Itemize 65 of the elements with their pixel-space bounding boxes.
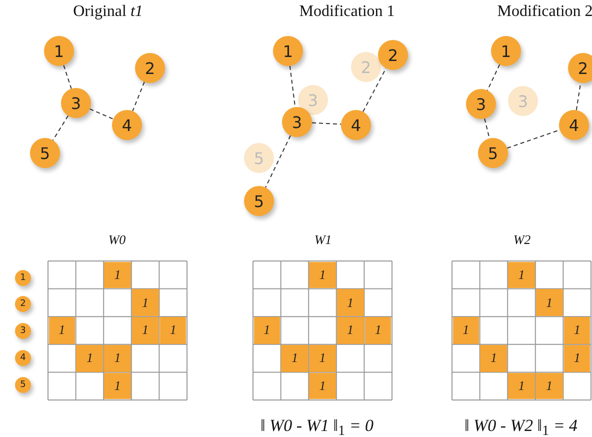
matrix-entry: 1 (336, 317, 364, 344)
matrix-entry: 1 (536, 372, 563, 400)
node-circle: 2 (378, 40, 408, 70)
matrix-entry: 1 (254, 317, 280, 344)
node-circle: 2 (568, 53, 592, 83)
dashed-edge (486, 64, 500, 91)
row-index-circle: 5 (15, 377, 31, 393)
matrix-entry: 1 (336, 289, 364, 316)
matrix-entry: 1 (564, 317, 590, 344)
matrix-entry: 1 (508, 372, 535, 400)
norm-equation: ‖ W0 - W1 ‖$_{1}$ = 0 (260, 416, 374, 437)
graph-title: Modification 1 (299, 3, 395, 21)
node-circle: 4 (112, 110, 142, 140)
dashed-edge (89, 108, 114, 120)
dashed-edge (311, 122, 342, 125)
graph-title: Modification 2 (497, 3, 592, 21)
row-index-circle: 3 (15, 323, 31, 339)
matrix-entry: 1 (104, 344, 131, 372)
node-circle: 1 (491, 36, 521, 66)
matrix-title: W0 (108, 232, 126, 248)
matrix-title: W2 (513, 232, 531, 248)
faded-node-circle: 3 (508, 86, 538, 116)
row-index-circle: 1 (15, 270, 31, 286)
matrix-entry: 1 (104, 262, 131, 288)
faded-node-circle: 3 (298, 85, 328, 115)
matrix-entry: 1 (364, 317, 392, 344)
row-index-circle: 2 (15, 296, 31, 312)
matrix-entry: 1 (309, 262, 336, 288)
node-circle: 5 (478, 138, 508, 168)
node-circle: 1 (44, 36, 74, 66)
node-circle: 4 (341, 110, 371, 140)
matrix-entry: 1 (281, 344, 308, 372)
dashed-edge (265, 135, 291, 188)
matrix-entry: 1 (160, 317, 186, 344)
node-circle: 3 (282, 107, 312, 137)
matrix-entry: 1 (48, 317, 76, 344)
node-circle: 5 (30, 138, 60, 168)
matrix-entry: 1 (508, 262, 535, 288)
row-index-circle: 4 (15, 350, 31, 366)
matrix-entry: 1 (104, 372, 131, 400)
dashed-edge (506, 129, 560, 149)
matrix-entry: 1 (309, 372, 336, 400)
faded-node-circle: 5 (244, 143, 274, 173)
matrix-entry: 1 (132, 289, 159, 316)
node-circle: 4 (559, 110, 589, 140)
dashed-edge (52, 115, 69, 141)
matrix-entry: 1 (480, 344, 508, 372)
norm-equation: ‖ W0 - W2 ‖$_{1}$ = 4 (464, 416, 578, 437)
matrix-entry: 1 (76, 344, 104, 372)
faded-node-circle: 2 (351, 52, 381, 82)
matrix-entry: 1 (452, 317, 480, 344)
matrix-entry: 1 (132, 317, 159, 344)
node-circle: 3 (61, 88, 91, 118)
node-circle: 5 (244, 186, 274, 216)
node-circle: 3 (466, 89, 496, 119)
dashed-edge (132, 81, 145, 112)
graph-title: Original t1 (73, 3, 143, 21)
node-circle: 2 (135, 53, 165, 83)
matrix-entry: 1 (564, 344, 590, 372)
dashed-edge (63, 64, 72, 90)
matrix-entry: 1 (309, 344, 336, 372)
node-circle: 1 (273, 36, 303, 66)
dashed-edge (484, 118, 490, 139)
matrix-title: W1 (314, 232, 332, 248)
matrix-entry: 1 (536, 289, 563, 316)
